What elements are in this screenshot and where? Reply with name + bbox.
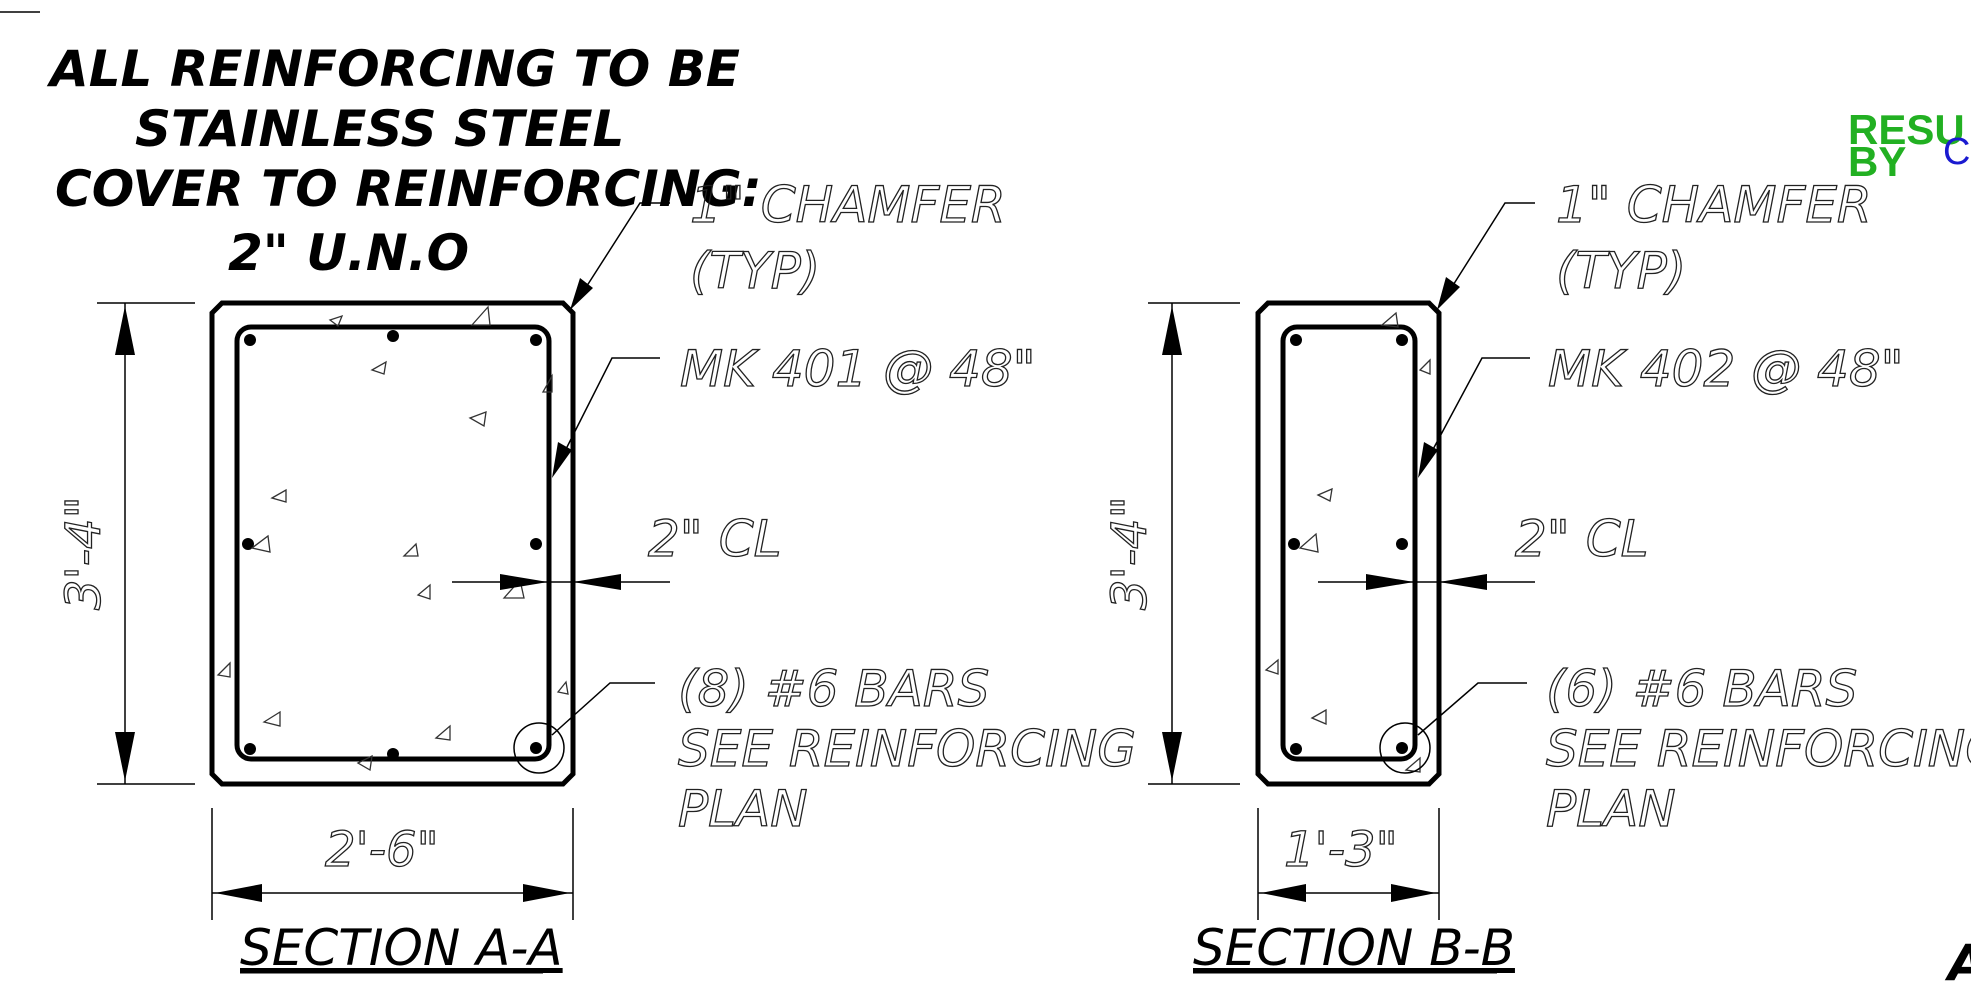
section-a-chamfer-leader <box>570 202 670 310</box>
section-b-stirrup-leader <box>1418 357 1530 478</box>
section-b-aggregate-hatch <box>1264 311 1431 773</box>
section-a-stirrup-label: MK 401 @ 48" <box>680 340 1036 398</box>
section-a-stirrup <box>234 324 552 762</box>
section-a-clear-cover-dimension <box>452 574 670 590</box>
section-b-height-label: 3'-4" <box>1102 496 1158 610</box>
section-a-height-dimension: 3'-4" <box>55 302 195 785</box>
rebar <box>1396 538 1408 550</box>
section-b-bars <box>1288 334 1408 755</box>
rebar <box>1290 334 1302 346</box>
section-b-bar-callout-circle <box>1379 722 1431 774</box>
rebar <box>530 538 542 550</box>
note-line-3: COVER TO REINFORCING: <box>55 160 762 218</box>
rebar <box>530 742 542 754</box>
section-b-clear-cover-dimension <box>1318 574 1535 590</box>
general-notes: ALL REINFORCING TO BE STAINLESS STEEL CO… <box>46 40 762 282</box>
section-b-title: SECTION B-B <box>1193 919 1515 977</box>
section-b-chamfer-leader <box>1437 202 1535 310</box>
section-a-height-label: 3'-4" <box>56 496 112 610</box>
section-a: 3'-4" 2'-6" 1" CHAMFER (TYP) MK 401 @ 48… <box>55 175 1136 977</box>
section-b-stirrup <box>1280 324 1418 762</box>
section-b-bars-label-1: (6) #6 BARS <box>1546 660 1857 718</box>
section-b-width-label: 1'-3" <box>1284 822 1398 878</box>
section-b-clear-label: 2" CL <box>1515 510 1648 568</box>
watermark: RESU BY C <box>1848 106 1970 185</box>
watermark-line-2-rest: C <box>1943 131 1970 173</box>
rebar <box>530 334 542 346</box>
section-b-bars-leader <box>1417 682 1527 736</box>
section-a-bars <box>242 330 542 760</box>
rebar <box>244 334 256 346</box>
section-b-chamfer-label-2: (TYP) <box>1556 242 1686 300</box>
section-b-outline <box>1255 300 1442 787</box>
rebar <box>1290 743 1302 755</box>
section-b-width-dimension: 1'-3" <box>1257 808 1440 920</box>
section-a-chamfer-label-2: (TYP) <box>690 242 820 300</box>
corner-glyph: A <box>1944 934 1971 991</box>
section-a-chamfer-label-1: 1" CHAMFER <box>690 176 1006 234</box>
section-a-bars-label-2: SEE REINFORCING <box>678 720 1136 778</box>
section-a-stirrup-leader <box>552 357 660 478</box>
rebar <box>1396 742 1408 754</box>
section-a-bars-label-3: PLAN <box>678 780 808 838</box>
watermark-line-1: RESU <box>1848 106 1965 153</box>
rebar <box>387 330 399 342</box>
section-b-stirrup-label: MK 402 @ 48" <box>1548 340 1904 398</box>
section-a-aggregate-hatch <box>216 305 569 772</box>
section-a-clear-label: 2" CL <box>648 510 781 568</box>
section-a-bars-label-1: (8) #6 BARS <box>678 660 989 718</box>
section-b-chamfer-label-1: 1" CHAMFER <box>1556 176 1872 234</box>
section-b-height-dimension: 3'-4" <box>1101 302 1240 785</box>
section-b-bars-label-3: PLAN <box>1546 780 1676 838</box>
rebar <box>1396 334 1408 346</box>
rebar <box>242 538 254 550</box>
rebar <box>387 748 399 760</box>
note-line-2: STAINLESS STEEL <box>135 100 624 158</box>
rebar <box>1288 538 1300 550</box>
section-a-outline <box>209 300 576 787</box>
rebar <box>244 743 256 755</box>
section-a-width-dimension: 2'-6" <box>211 808 574 920</box>
note-line-1: ALL REINFORCING TO BE <box>46 40 740 98</box>
section-a-title: SECTION A-A <box>240 919 563 977</box>
section-b: 3'-4" 1'-3" 1" CHAMFER (TYP) MK 402 @ 48… <box>1101 175 1971 977</box>
section-a-bar-callout-circle <box>513 722 565 774</box>
section-a-bars-leader <box>551 682 655 736</box>
note-line-4: 2" U.N.O <box>228 224 469 282</box>
section-b-bars-label-2: SEE REINFORCING <box>1546 720 1971 778</box>
section-a-width-label: 2'-6" <box>325 822 439 878</box>
watermark-line-2-bold: BY <box>1848 138 1906 185</box>
